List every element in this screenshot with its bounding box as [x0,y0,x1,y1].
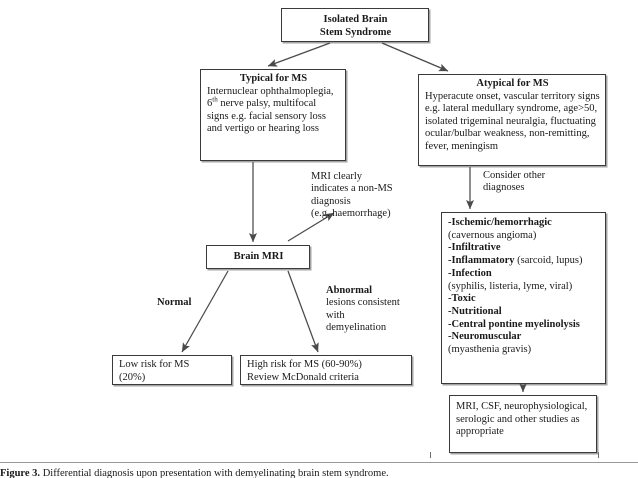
ddx-item-detail: (sarcoid, lupus) [514,255,583,267]
edge-brainmri-to-lowrisk [181,270,229,353]
figure-caption-text: Differential diagnosis upon presentation… [42,468,389,478]
ddx-item-head: -Central pontine myelinolysis [448,318,580,330]
node-highrisk-line2: Review McDonald criteria [247,371,359,383]
node-isolated-brain-stem-syndrome[interactable]: Isolated Brain Stem Syndrome [281,8,429,42]
ddx-item-head: -Inflammatory [448,255,515,267]
ddx-item-head: -Infiltrative [448,242,501,254]
node-workup-text: MRI, CSF, neurophysiological, serologic … [456,401,588,438]
ddx-item-detail: (cavernous angioma) [448,229,537,241]
ddx-item-head: -Nutritional [448,305,502,317]
ddx-item-head: -Toxic [448,293,476,305]
label-abnormal-head: Abnormal [326,285,373,296]
node-differential-diagnosis-list[interactable]: -Ischemic/hemorrhagic(cavernous angioma)… [441,212,606,384]
node-highrisk-line1: High risk for MS (60-90%) [247,359,362,370]
node-typical-for-ms[interactable]: Typical for MS Internuclear ophthalmople… [200,69,346,161]
node-high-risk-for-ms[interactable]: High risk for MS (60-90%) Review McDonal… [240,355,412,385]
page-rule-tick-right [598,452,599,458]
ddx-item-detail: (myasthenia gravis) [448,344,532,356]
node-lowrisk-line1: Low risk for MS [119,359,190,370]
label-normal: Normal [157,297,192,308]
node-typical-body-sup: th [212,95,218,104]
node-atypical-body: Hyperacute onset, vascular territory sig… [425,90,600,152]
ddx-item-head: -Infection [448,267,492,279]
edge-brainmri-to-highrisk [287,270,319,353]
edge-root-to-atypical [381,42,449,72]
node-typical-body: Internuclear ophthalmoplegia, 6th nerve … [207,86,340,136]
label-abnormal-body: lesions consistent with demyelination [326,297,400,334]
node-root-line1: Isolated Brain [323,14,388,25]
figure-caption: Figure 3. Differential diagnosis upon pr… [0,462,638,478]
edge-root-to-typical [267,42,331,67]
node-atypical-for-ms[interactable]: Atypical for MS Hyperacute onset, vascul… [418,74,606,166]
node-atypical-title: Atypical for MS [476,78,549,89]
node-lowrisk-line2: (20%) [119,371,146,383]
node-root-line2: Stem Syndrome [319,27,392,38]
node-typical-title: Typical for MS [239,73,308,84]
ddx-item-head: -Neuromuscular [448,331,522,343]
ddx-items-container: -Ischemic/hemorrhagic(cavernous angioma)… [448,217,582,355]
node-brain-mri[interactable]: Brain MRI [206,245,310,269]
node-further-studies[interactable]: MRI, CSF, neurophysiological, serologic … [449,395,597,453]
node-typical-body-post: nerve palsy, multifocal signs e.g. facia… [207,98,326,135]
node-low-risk-for-ms[interactable]: Low risk for MS (20%) [112,355,232,385]
ddx-item-detail: (syphilis, listeria, lyme, viral) [448,280,573,292]
node-brainmri-title: Brain MRI [233,251,284,262]
node-typical-body-pre: Internuclear ophthalmoplegia, 6 [207,85,334,110]
label-consider-other-diagnoses: Consider other diagnoses [483,170,546,194]
figure-caption-label: Figure 3. [0,468,41,478]
page-rule-tick-left [430,452,431,458]
ddx-item-head: -Ischemic/hemorrhagic [448,217,552,228]
label-mri-clearly-indicates-non-ms: MRI clearly indicates a non-MS diagnosis… [311,171,393,220]
